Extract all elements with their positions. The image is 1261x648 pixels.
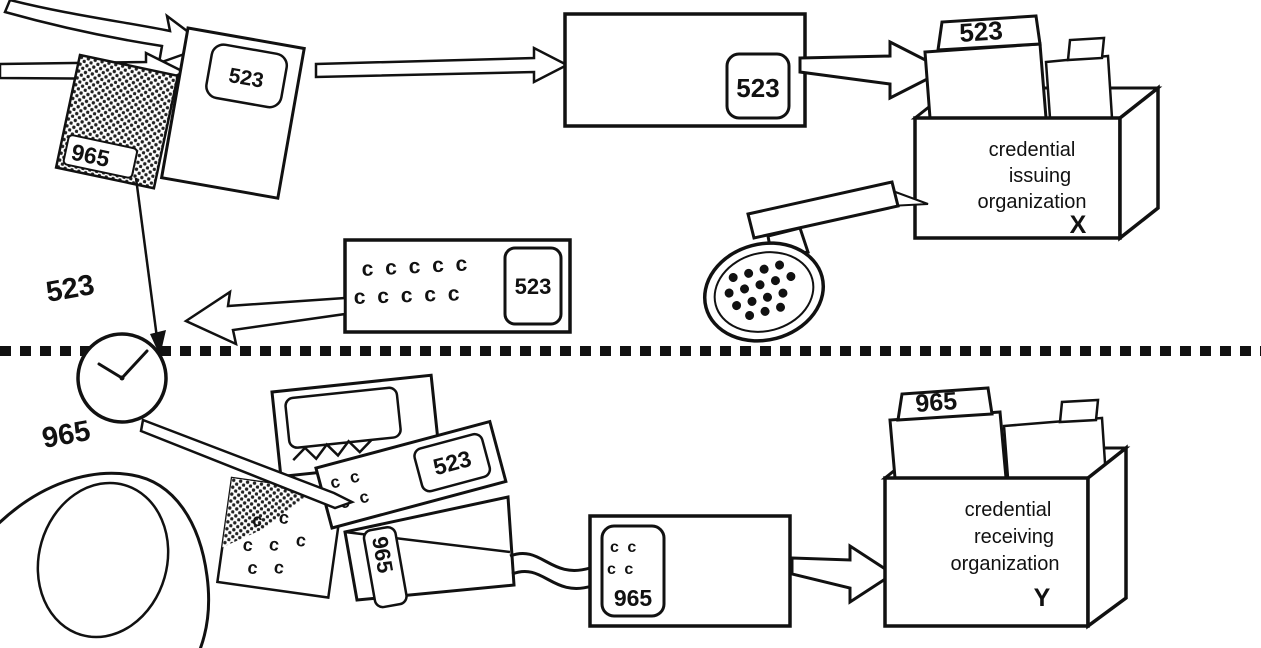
c-mark: c <box>246 557 259 578</box>
c-mark: c <box>242 534 255 555</box>
fingernail <box>36 481 170 639</box>
sealed-envelope-523-label: 523 <box>515 274 552 299</box>
hand-finger-icon <box>0 471 211 648</box>
clock-icon <box>76 332 168 424</box>
wedge-envelope-965: 965 <box>343 495 516 609</box>
arrow-left-to-clock-icon <box>183 289 347 347</box>
c-row: c c c c c <box>361 252 471 281</box>
arrow-to-receiving-box-icon <box>790 543 896 605</box>
curved-arrow-icon <box>3 0 210 65</box>
c-mark: c <box>278 507 291 528</box>
issuing-box-line3: organization <box>978 191 1087 213</box>
halftone-card-965: 965 <box>54 53 180 190</box>
sealed-envelope-965-label: 965 <box>614 585 653 611</box>
c-row: c c c c c <box>353 282 462 309</box>
sealed-envelope-965-c: c c c c 965 <box>588 514 792 628</box>
c-mark: c <box>268 534 281 555</box>
receiving-folder-965: 965 <box>888 386 1008 480</box>
message-envelope-523: 523 <box>563 12 807 128</box>
c-mark: c <box>251 509 264 530</box>
arrow-to-envelope-icon <box>314 45 570 85</box>
message-envelope-523-label: 523 <box>736 73 779 103</box>
receiving-box-line2: receiving <box>974 526 1054 548</box>
spray-head-icon <box>702 180 929 343</box>
issuing-box-line1: credential <box>989 139 1076 161</box>
spray-holes <box>724 260 796 321</box>
issuing-folder-back <box>1044 36 1114 120</box>
receiving-box-line1: credential <box>965 499 1052 521</box>
c-row: c c <box>610 539 638 556</box>
arrow-to-issuing-box-icon <box>798 39 949 101</box>
envelope-523-cluster: c c c c 523 <box>314 419 508 530</box>
folder-tab-523-label: 523 <box>958 15 1003 48</box>
timeline-after-label: 965 <box>40 415 93 455</box>
halftone-card-c: c c c c c c c <box>215 476 345 599</box>
connector-curve <box>509 552 593 590</box>
issuing-folder-523: 523 <box>923 14 1048 120</box>
pen-icon <box>139 418 356 510</box>
folder-tab-965-label: 965 <box>914 387 958 418</box>
issuing-org-filebox: 523 credential issuing organization X <box>910 14 1163 242</box>
envelope-523-topleft: 523 <box>159 26 306 200</box>
arrow-card-to-clock <box>134 177 166 356</box>
receiving-org-filebox: 965 credential receiving organization Y <box>880 386 1131 630</box>
sealed-envelope-523-c: c c c c c c c c c c 523 <box>343 238 572 334</box>
receiving-box-letter: Y <box>1034 584 1051 612</box>
c-row: c c <box>607 561 635 578</box>
receiving-folder-back <box>1002 398 1108 480</box>
receiving-box-line3: organization <box>951 553 1060 575</box>
c-mark: c <box>295 530 308 551</box>
timeline-before-label: 523 <box>44 269 97 309</box>
issuing-box-line2: issuing <box>1009 165 1071 187</box>
c-mark: c <box>273 557 286 578</box>
folder-tab-523 <box>936 14 1042 52</box>
signature-squiggle <box>292 438 373 462</box>
issuing-box-letter: X <box>1070 211 1087 239</box>
folder-tab-965 <box>896 386 994 422</box>
